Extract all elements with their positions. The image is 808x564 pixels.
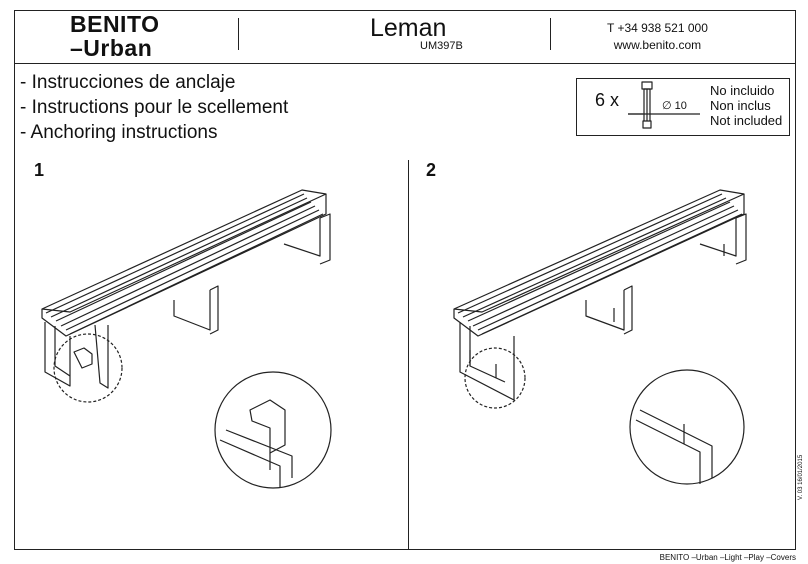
bench-illustration-step-2 [453,189,747,485]
footer-brands: BENITO –Urban –Light –Play –Covers [659,553,796,562]
brand-logo: BENITO –Urban [70,12,159,60]
bolt-diameter: ∅ 10 [662,100,687,112]
instruction-es: - Instrucciones de anclaje [20,72,236,93]
version-date: V. 03 16/01/2015 [798,454,804,500]
bolt-quantity: 6 x [595,90,620,110]
page-frame [14,10,796,550]
not-included-en: Not included [710,113,783,128]
phone-number: T +34 938 521 000 [607,21,708,35]
brand-line-1: BENITO [70,11,160,37]
step-divider [408,160,409,550]
not-included-note: No incluido Non inclus Not included [710,83,782,128]
product-code: UM397B [420,40,463,52]
anchor-bolt-icon [628,81,700,129]
not-included-es: No incluido [710,83,775,98]
header-divider [14,63,796,64]
contact-info: T +34 938 521 000 www.benito.com [607,20,708,54]
hardware-box [576,78,790,136]
header-separator-right [550,18,551,50]
brand-line-2: –Urban [70,35,153,61]
website-link[interactable]: www.benito.com [613,38,702,52]
step-1-number: 1 [34,160,45,180]
bench-illustration-step-1 [41,189,332,489]
product-name: Leman [370,14,447,42]
not-included-fr: Non inclus [710,98,771,113]
step-2-number: 2 [426,160,437,180]
instruction-en: - Anchoring instructions [20,122,218,143]
instruction-fr: - Instructions pour le scellement [20,97,289,118]
instruction-titles: - Instrucciones de anclaje - Instruction… [20,70,288,145]
header-separator-left [238,18,239,50]
